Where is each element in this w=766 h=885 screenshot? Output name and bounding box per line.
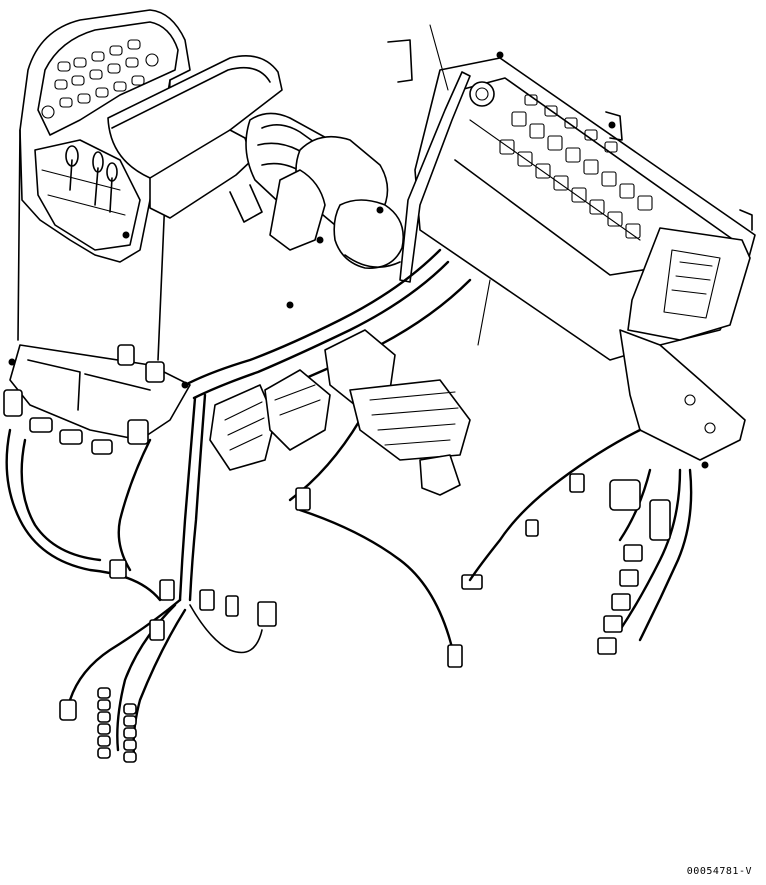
left-control-console bbox=[18, 10, 190, 360]
fasteners bbox=[9, 52, 708, 468]
switch-panel bbox=[42, 40, 158, 212]
main-wiring-harness bbox=[4, 250, 691, 755]
figure-id-label: 00054781-V bbox=[686, 866, 752, 877]
mounting-strap bbox=[400, 72, 470, 282]
air-duct-hoses bbox=[246, 113, 403, 268]
connector-ends-left bbox=[98, 688, 136, 762]
armrest-pad bbox=[108, 56, 282, 222]
relay-fuse-box bbox=[388, 25, 755, 460]
